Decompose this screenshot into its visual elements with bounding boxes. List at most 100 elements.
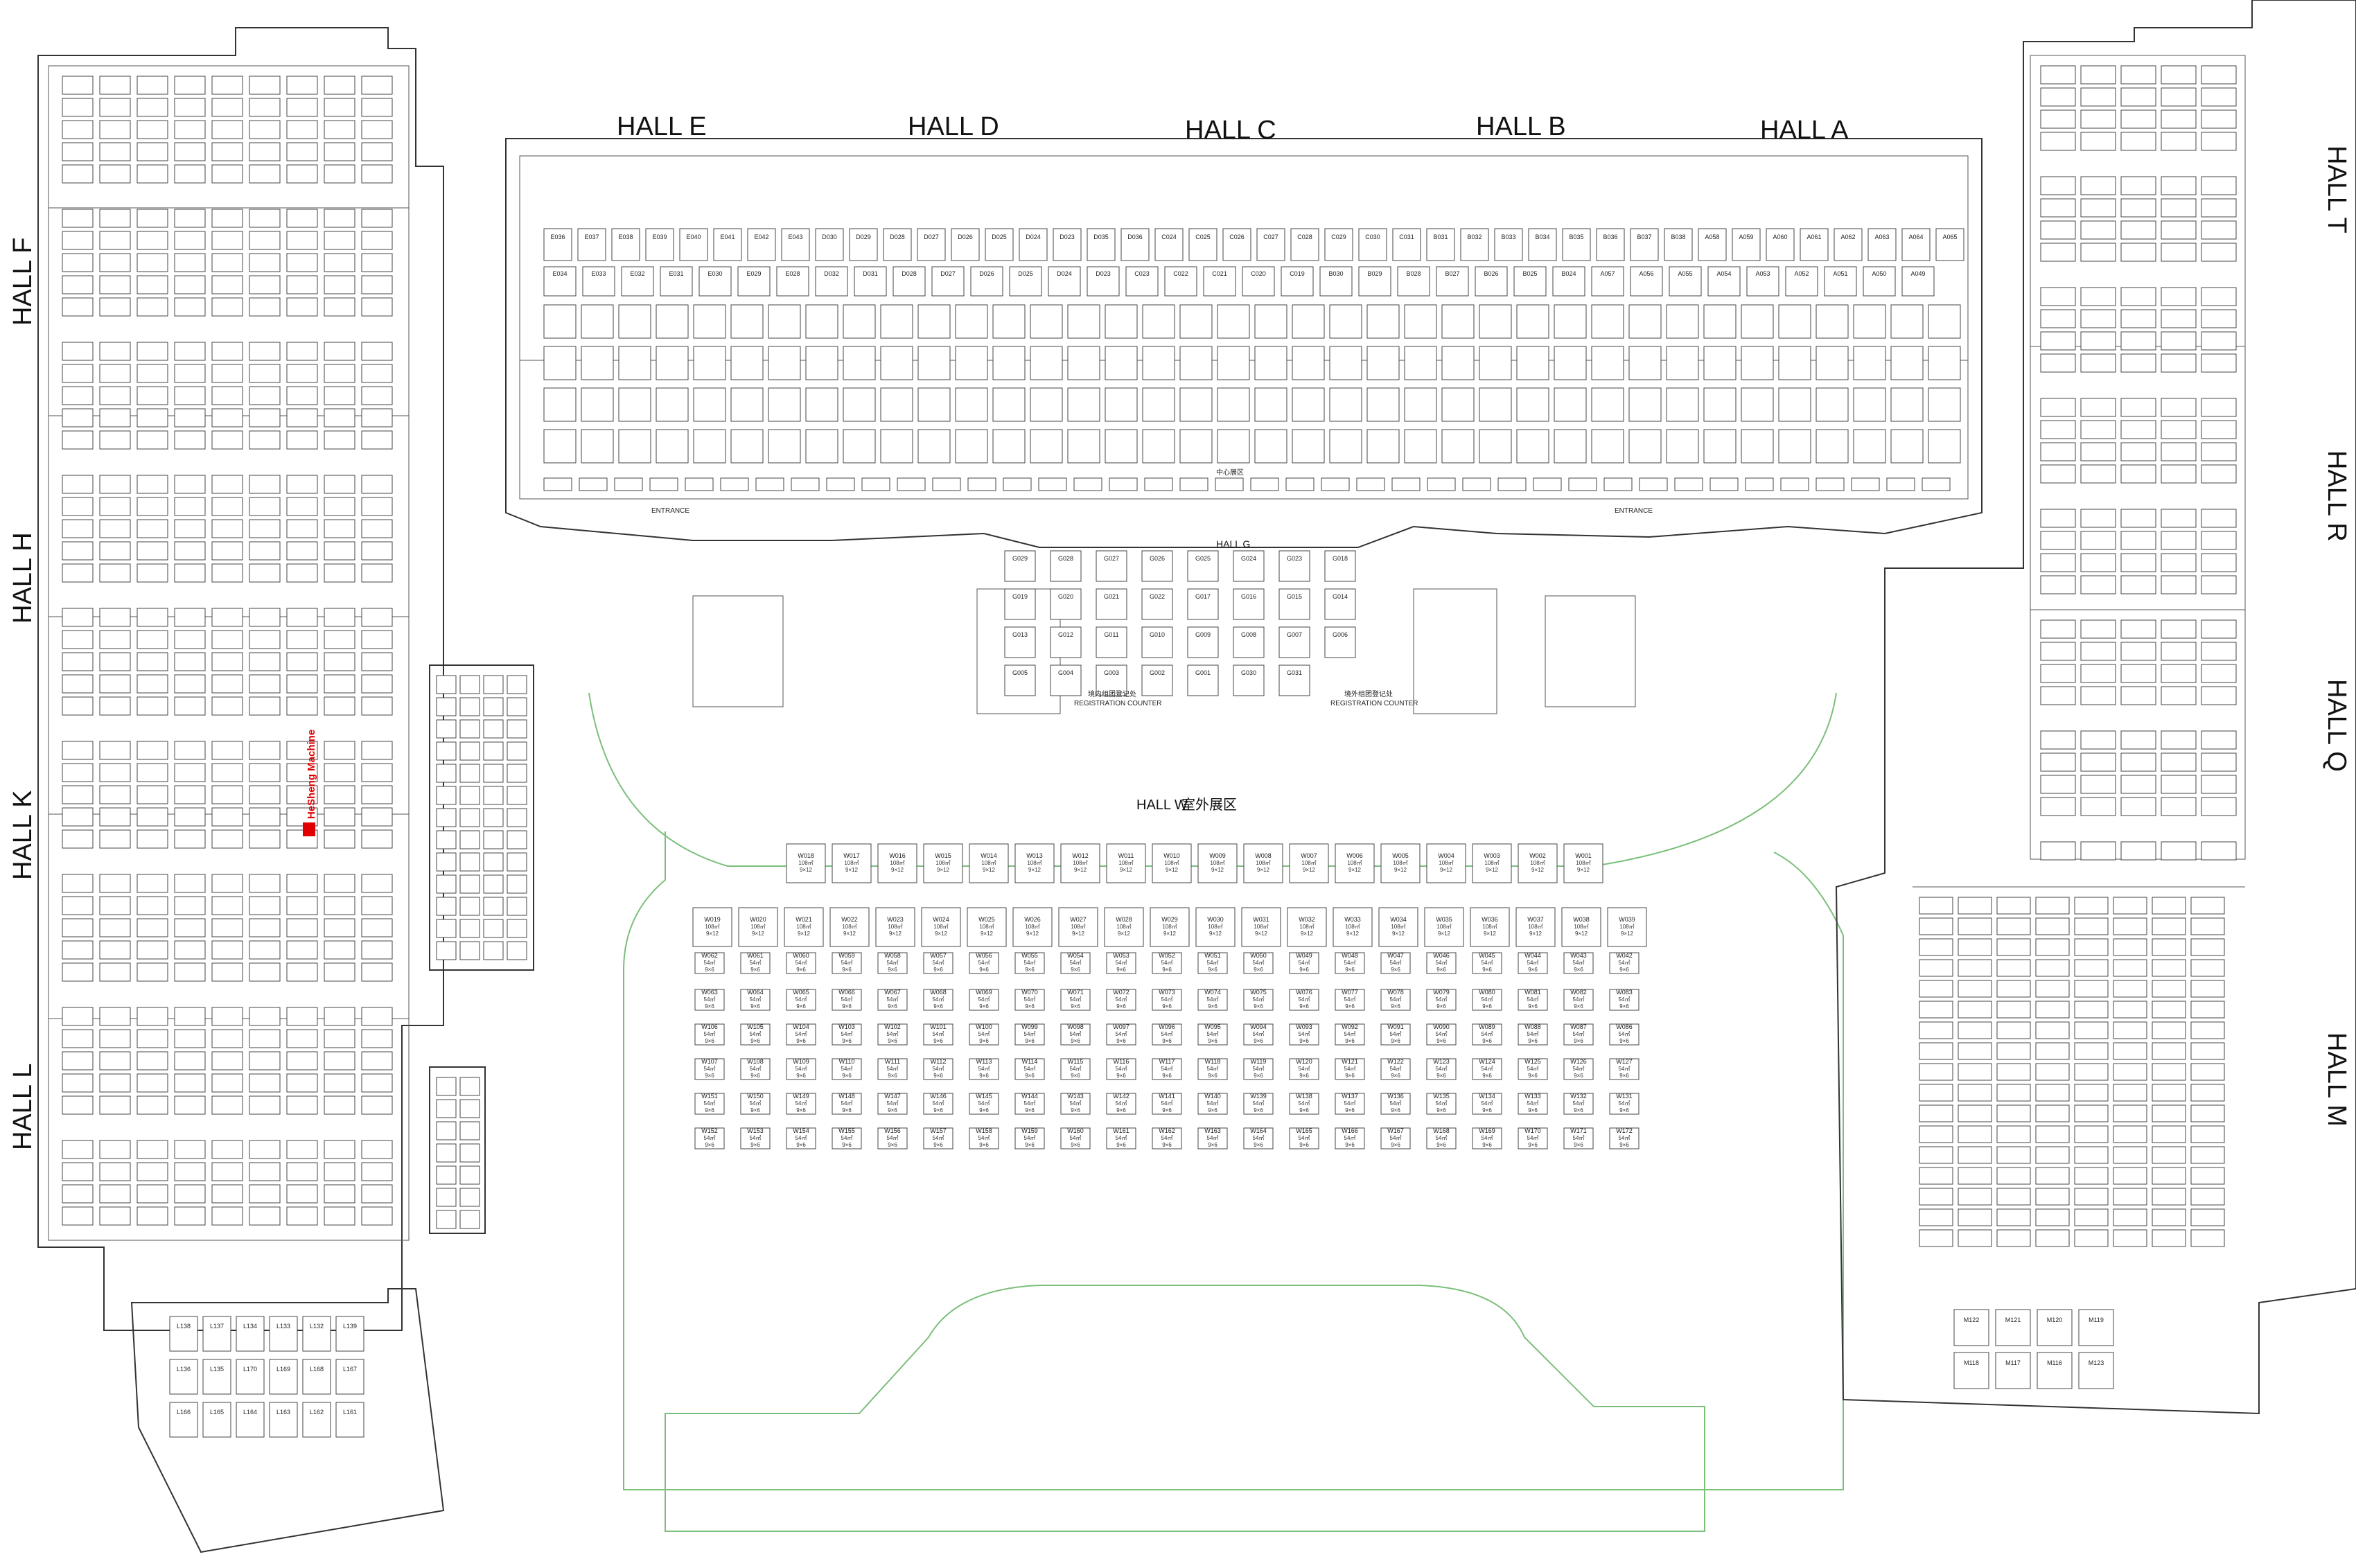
booth[interactable]	[249, 98, 281, 117]
booth[interactable]	[211, 896, 243, 915]
booth[interactable]	[137, 475, 168, 494]
booth[interactable]	[2161, 243, 2197, 262]
booth[interactable]	[2190, 1208, 2225, 1226]
booth[interactable]	[2120, 132, 2156, 151]
booth[interactable]	[137, 741, 168, 760]
booth[interactable]	[2113, 897, 2147, 915]
booth[interactable]	[1745, 477, 1774, 491]
booth[interactable]	[137, 364, 168, 383]
booth[interactable]	[507, 897, 527, 916]
booth[interactable]	[62, 785, 94, 804]
booth[interactable]	[992, 429, 1026, 464]
booth[interactable]	[324, 652, 355, 671]
booth[interactable]	[324, 209, 355, 228]
booth[interactable]	[361, 741, 393, 760]
booth[interactable]	[1853, 429, 1886, 464]
booth[interactable]	[2074, 1042, 2109, 1060]
booth[interactable]	[2040, 132, 2076, 151]
booth[interactable]	[436, 764, 457, 783]
booth[interactable]	[137, 940, 168, 960]
booth[interactable]	[436, 786, 457, 805]
booth[interactable]	[1928, 346, 1961, 380]
booth[interactable]	[1603, 477, 1633, 491]
booth[interactable]	[2035, 1021, 2070, 1039]
booth[interactable]	[62, 807, 94, 827]
booth[interactable]	[1851, 477, 1880, 491]
booth[interactable]	[211, 807, 243, 827]
booth[interactable]	[62, 652, 94, 671]
booth[interactable]	[2074, 1001, 2109, 1019]
booth[interactable]	[324, 1029, 355, 1048]
booth[interactable]	[324, 475, 355, 494]
booth-c024[interactable]: C024	[1154, 228, 1184, 261]
booth[interactable]	[286, 297, 318, 317]
booth[interactable]	[656, 387, 689, 422]
booth[interactable]	[361, 1184, 393, 1204]
booth[interactable]	[2190, 1125, 2225, 1143]
booth-m119[interactable]: M119	[2078, 1309, 2114, 1346]
booth-g005[interactable]: G005	[1004, 664, 1036, 696]
booth[interactable]	[1778, 304, 1811, 339]
booth[interactable]	[2074, 1084, 2109, 1102]
booth[interactable]	[730, 387, 764, 422]
booth[interactable]	[1030, 346, 1063, 380]
booth[interactable]	[2190, 1042, 2225, 1060]
booth[interactable]	[436, 830, 457, 849]
booth[interactable]	[2040, 420, 2076, 439]
booth[interactable]	[483, 786, 504, 805]
booth[interactable]	[361, 608, 393, 627]
booth[interactable]	[286, 563, 318, 583]
booth[interactable]	[2080, 109, 2116, 129]
booth[interactable]	[2120, 797, 2156, 816]
booth[interactable]	[286, 541, 318, 561]
booth-l164[interactable]: L164	[236, 1402, 265, 1438]
booth[interactable]	[459, 697, 480, 716]
booth[interactable]	[1628, 429, 1662, 464]
booth-m118[interactable]: M118	[1953, 1352, 1989, 1389]
booth[interactable]	[361, 1095, 393, 1115]
booth-a064[interactable]: A064	[1901, 228, 1931, 261]
booth[interactable]	[249, 164, 281, 184]
booth-d029[interactable]: D029	[849, 228, 878, 261]
booth[interactable]	[967, 477, 996, 491]
booth[interactable]	[99, 1140, 131, 1159]
booth[interactable]	[62, 408, 94, 428]
booth[interactable]	[324, 408, 355, 428]
booth[interactable]	[730, 304, 764, 339]
booth[interactable]	[2113, 1125, 2147, 1143]
booth[interactable]	[286, 1073, 318, 1093]
booth[interactable]	[2035, 1042, 2070, 1060]
booth[interactable]	[211, 829, 243, 849]
booth[interactable]	[507, 786, 527, 805]
booth[interactable]	[99, 430, 131, 450]
booth-g014[interactable]: G014	[1324, 588, 1356, 620]
booth[interactable]	[137, 1029, 168, 1048]
booth-d031[interactable]: D031	[854, 266, 887, 297]
booth[interactable]	[1666, 346, 1699, 380]
booth[interactable]	[917, 387, 951, 422]
booth[interactable]	[211, 76, 243, 95]
booth[interactable]	[2161, 686, 2197, 705]
booth[interactable]	[2074, 1188, 2109, 1206]
booth[interactable]	[361, 896, 393, 915]
booth[interactable]	[137, 807, 168, 827]
booth[interactable]	[1067, 346, 1100, 380]
booth[interactable]	[1922, 477, 1951, 491]
booth[interactable]	[1816, 429, 1849, 464]
booth[interactable]	[249, 1007, 281, 1026]
booth[interactable]	[1996, 917, 2031, 935]
booth[interactable]	[1142, 346, 1175, 380]
